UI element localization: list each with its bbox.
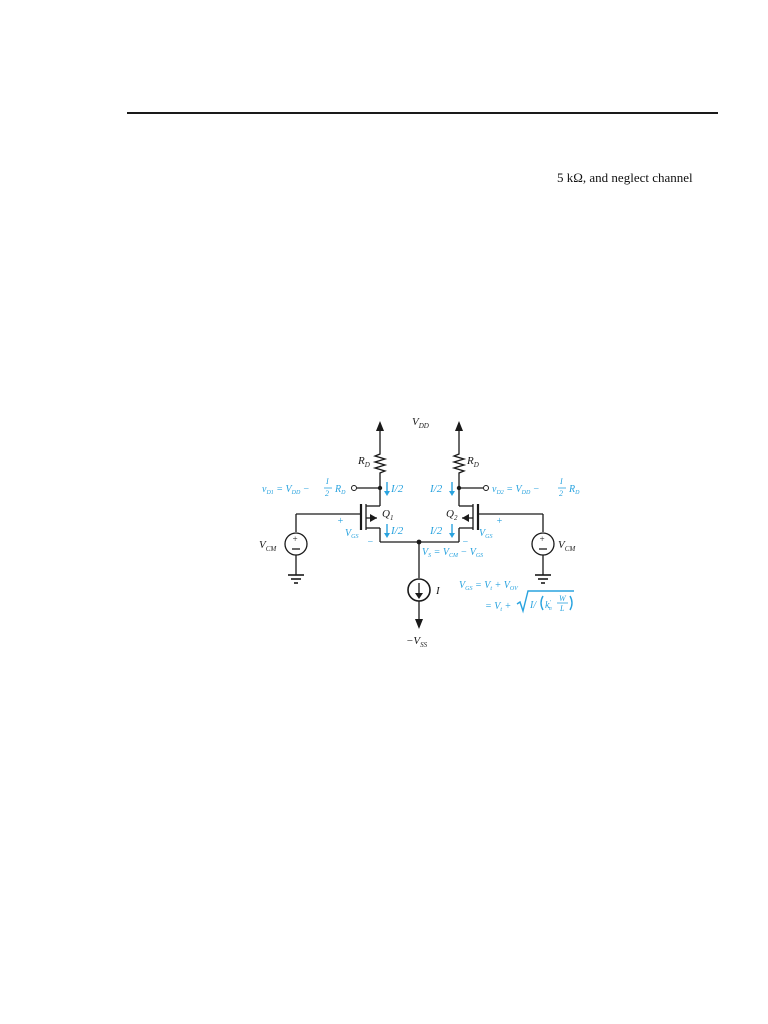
vgs1-plus: + <box>337 516 344 527</box>
current-source <box>407 578 431 602</box>
q2-transistor <box>458 488 480 542</box>
vcm-right-source: + <box>531 514 555 584</box>
rd-left-label: RD <box>357 455 370 469</box>
q1-transistor <box>359 488 459 543</box>
current-source-label: I <box>435 585 441 597</box>
q1-label: Q1 <box>382 508 393 522</box>
rd-left-resistor <box>372 450 388 488</box>
vgs2-plus: + <box>496 516 503 527</box>
text-fragment: 5 kΩ, and neglect channel <box>557 170 693 185</box>
svg-text:+: + <box>292 534 298 544</box>
vdd-arrows <box>376 421 463 450</box>
sqrt-sign <box>516 590 574 614</box>
i-half-q2-source: I/2 <box>429 525 443 537</box>
q2-label: Q2 <box>446 508 458 522</box>
w-over-l-den: L <box>559 604 565 613</box>
vcm-left-source: + <box>284 514 308 584</box>
vd1-frac-num: I <box>325 477 329 486</box>
vd2-frac-den: 2 <box>559 489 563 498</box>
i-half-q1-drain: I/2 <box>390 483 404 495</box>
i-half-q2-drain: I/2 <box>429 483 443 495</box>
rd-right-label: RD <box>466 455 479 469</box>
vs-equation: VS = VCM − VGS <box>422 547 483 559</box>
vgs2-minus: − <box>462 537 469 548</box>
svg-text:+: + <box>539 534 545 544</box>
vgs-equation-2: = Vt + <box>485 601 511 613</box>
vgs-equation-1: VGS = Vt + VOV <box>459 580 519 592</box>
vd2-frac-num: I <box>559 477 563 486</box>
differential-pair-circuit: VDD RD RD Q1 Q2 + <box>259 416 580 649</box>
vgs1-label: VGS <box>345 528 358 540</box>
vd2-terminal <box>483 485 489 491</box>
vd2-rd: RD <box>568 484 580 496</box>
vcm-left-label: VCM <box>259 539 277 553</box>
sqrt-content: I/ <box>529 600 537 611</box>
vgs1-minus: − <box>367 537 374 548</box>
vss-label: −VSS <box>406 635 428 649</box>
vd1-frac-den: 2 <box>325 489 329 498</box>
current-arrows <box>384 482 455 538</box>
w-over-l-num: W <box>559 594 567 603</box>
top-rule <box>127 112 718 114</box>
vdd-label: VDD <box>412 416 429 430</box>
i-half-q1-source: I/2 <box>390 525 404 537</box>
vd1-terminal <box>351 485 357 491</box>
vcm-right-label: VCM <box>558 539 576 553</box>
kn-prime: k′n <box>545 600 552 612</box>
rd-right-resistor <box>451 450 467 488</box>
vd1-rd: RD <box>334 484 346 496</box>
vgs2-label: VGS <box>479 528 492 540</box>
vd2-equation: vD2 = VDD − <box>492 484 540 496</box>
vd1-equation: vD1 = VDD − <box>262 484 310 496</box>
